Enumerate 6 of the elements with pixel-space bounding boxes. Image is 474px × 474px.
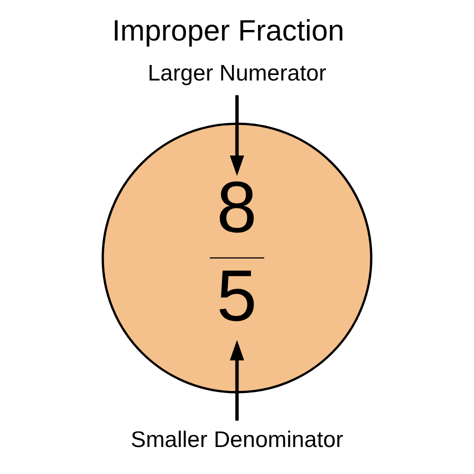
- arrow: [230, 95, 244, 176]
- node-circle: 8 5: [102, 122, 372, 394]
- node-text: Smaller Denominator: [130, 426, 344, 452]
- arrow: [230, 340, 244, 421]
- node-text: Larger Numerator: [148, 60, 326, 86]
- diagram-title: Improper Fraction: [112, 14, 344, 48]
